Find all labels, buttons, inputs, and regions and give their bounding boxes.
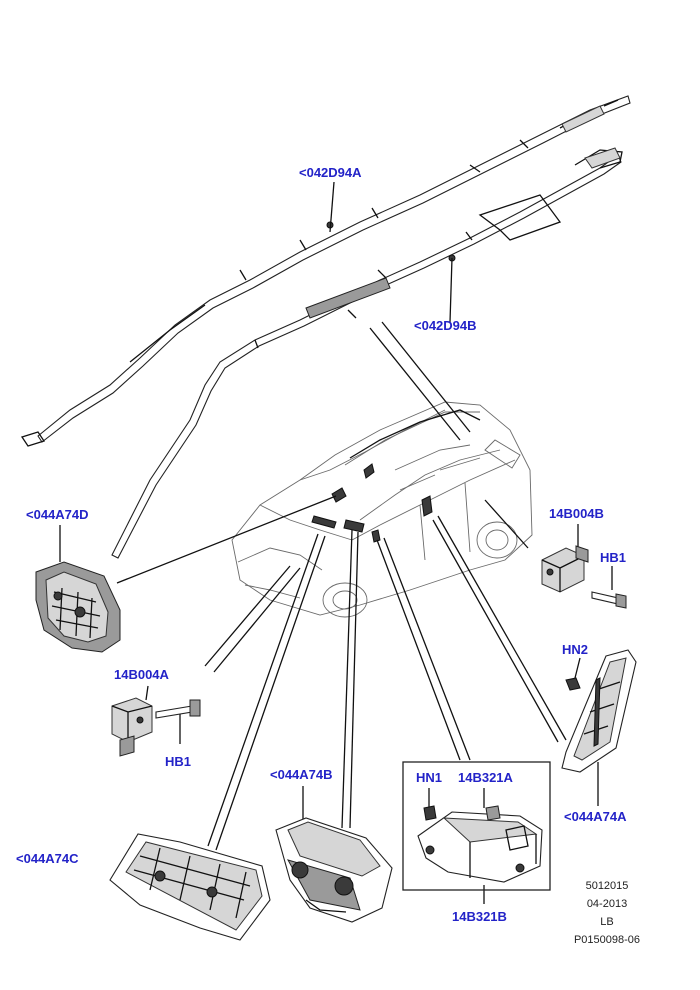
- knee-airbag-module: [275, 817, 393, 923]
- reference-code: 5012015: [585, 880, 629, 892]
- illustration-id: P0150098-06: [573, 934, 641, 946]
- restraint-control-module: [417, 805, 543, 883]
- callout-bolt-b[interactable]: HB1: [600, 550, 627, 565]
- callout-module-nut[interactable]: HN1: [416, 770, 443, 785]
- bolt-hb1-b: [591, 591, 627, 609]
- reference-region: LB: [600, 916, 614, 928]
- callout-nut-hn2[interactable]: HN2: [562, 642, 589, 657]
- impact-sensor-b: [541, 545, 589, 593]
- callout-driver-airbag[interactable]: <044A74D: [26, 507, 89, 522]
- nut-hn2: [565, 677, 581, 691]
- callout-curtain-airbag-left[interactable]: <042D94A: [299, 165, 362, 180]
- curtain-airbag-a: [20, 95, 631, 447]
- callout-sensor-b[interactable]: 14B004B: [549, 506, 604, 521]
- callout-curtain-airbag-right[interactable]: <042D94B: [414, 318, 477, 333]
- passenger-airbag-module: [109, 833, 271, 941]
- callout-passenger-airbag[interactable]: <044A74C: [16, 851, 79, 866]
- leader-lines: [59, 181, 613, 904]
- side-airbag-module: [561, 649, 637, 773]
- callout-side-airbag[interactable]: <044A74A: [564, 809, 627, 824]
- impact-sensor-a: [111, 697, 153, 757]
- callout-sensor-a[interactable]: 14B004A: [114, 667, 169, 682]
- callout-knee-airbag[interactable]: <044A74B: [270, 767, 333, 782]
- bolt-hb1-a: [155, 699, 201, 719]
- callout-module-bottom[interactable]: 14B321B: [452, 909, 507, 924]
- restraint-module-box: [402, 761, 551, 891]
- driver-airbag-module: [35, 561, 121, 653]
- callout-module-top[interactable]: 14B321A: [458, 770, 513, 785]
- callout-bolt-a[interactable]: HB1: [165, 754, 192, 769]
- nut-hn1: [423, 805, 437, 821]
- curtain-airbag-b: [111, 147, 623, 559]
- reference-date: 04-2013: [586, 898, 628, 910]
- vehicle-outline: [231, 401, 533, 618]
